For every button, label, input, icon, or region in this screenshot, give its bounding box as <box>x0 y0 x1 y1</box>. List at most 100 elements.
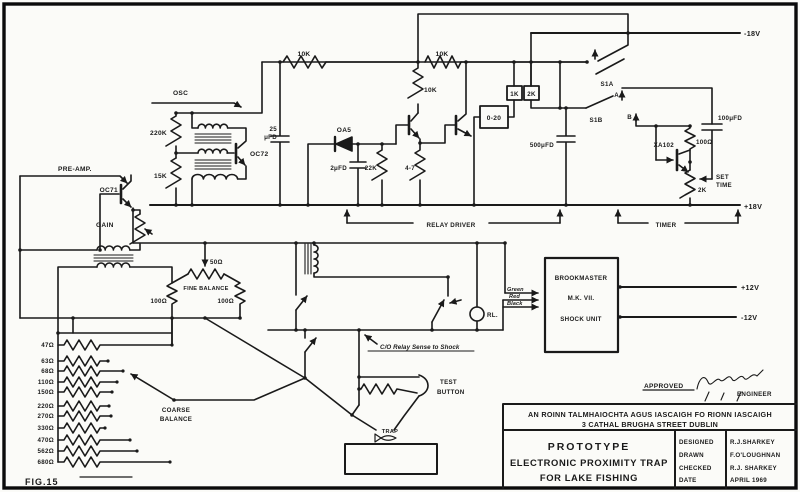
label-s1b: S1B <box>590 117 603 124</box>
resistor-22k <box>371 143 388 206</box>
label-220k: 220K <box>150 130 167 137</box>
preamp-section-label: PRE-AMP. <box>58 166 92 173</box>
label-2k: 2K <box>527 91 536 98</box>
relay-core <box>304 243 312 275</box>
label-button: BUTTON <box>437 389 465 396</box>
resistor-220k <box>165 112 182 159</box>
title-block-address-2: 3 CATHAL BRUGHA STREET DUBLIN <box>582 420 718 429</box>
label-100ohm: 100Ω <box>696 139 713 146</box>
ladder-r9 <box>57 434 131 446</box>
label-oc71: OC71 <box>100 187 118 194</box>
osc-winding-3 <box>191 173 239 180</box>
neg18-label: -18V <box>744 29 760 38</box>
label-contact-a: A <box>614 92 619 99</box>
title-block-address-1: AN ROINN TALMHAIOCHTA AGUS IASCAIGH FO R… <box>528 410 772 419</box>
label-100-left: 100Ω <box>151 298 168 305</box>
shock-unit-line3: SHOCK UNIT <box>560 316 602 323</box>
ladder-label: 330Ω <box>38 425 55 432</box>
label-c2: 2μFD <box>330 165 347 172</box>
trap-lead-left <box>304 377 377 431</box>
label-xa102: XA102 <box>654 142 675 149</box>
ladder-label: 68Ω <box>41 368 54 375</box>
co-note-pointer <box>364 334 378 345</box>
osc-winding-1 <box>197 123 229 129</box>
cap-100uf <box>701 123 723 180</box>
resistor-15k <box>165 157 182 206</box>
ladder-r2 <box>57 355 109 367</box>
field-label-designed: DESIGNED <box>679 439 714 446</box>
ladder-bus <box>19 249 98 463</box>
label-gain: GAIN <box>96 222 114 229</box>
circuit-wiring <box>19 13 797 489</box>
ladder-r8 <box>57 422 106 434</box>
label-black-wire: Black <box>507 301 523 307</box>
label-oc72: OC72 <box>250 151 268 158</box>
ladder-r10 <box>57 445 138 457</box>
osc-pointer <box>151 100 242 108</box>
relay-driver-label: RELAY DRIVER <box>427 222 476 229</box>
preamp-winding-2 <box>96 262 131 268</box>
ladder-label: 47Ω <box>41 342 54 349</box>
fish-icon <box>374 433 397 443</box>
ladder-r3 <box>57 365 124 377</box>
preamp-core <box>93 254 134 262</box>
neg12-label: -12V <box>741 313 757 322</box>
fine-balance-pot <box>187 268 225 280</box>
title-line-3: FOR LAKE FISHING <box>540 472 638 483</box>
label-c25-value: 25 <box>270 126 278 133</box>
label-s1a: S1A <box>601 81 614 88</box>
label-4-7: 4-7 <box>405 165 415 172</box>
resistor-4-7 <box>409 138 426 206</box>
preamp-winding-1 <box>96 245 131 251</box>
ladder-label: 63Ω <box>41 358 54 365</box>
ladder-r1 <box>57 339 173 351</box>
figure-label: FIG.15 <box>25 477 59 487</box>
label-15k: 15K <box>154 173 167 180</box>
timer-label: TIMER <box>656 222 677 229</box>
label-set: SET <box>716 174 729 181</box>
field-value-drawn: F.O'LOUGHNAN <box>730 452 781 459</box>
title-line-2: ELECTRONIC PROXIMITY TRAP <box>510 457 668 468</box>
engineer-label: ENGINEER <box>737 391 772 398</box>
ladder-r6 <box>57 400 110 412</box>
label-time: TIME <box>716 182 732 189</box>
switch-s1b <box>585 95 614 109</box>
pos18-label: +18V <box>744 202 762 211</box>
ladder-label: 110Ω <box>38 379 54 386</box>
label-test: TEST <box>440 379 457 386</box>
resistor-10k-left <box>282 55 327 69</box>
junction-dots <box>18 31 692 464</box>
label-100uf: 100μFD <box>718 115 742 122</box>
approval-signature <box>696 369 764 402</box>
field-value-checked: R.J. SHARKEY <box>730 465 777 472</box>
resistor-2k-timer <box>679 169 696 206</box>
field-value-date: APRIL 1969 <box>730 477 767 484</box>
approved-label: APPROVED <box>644 383 683 390</box>
pos12-label: +12V <box>741 283 759 292</box>
field-label-date: DATE <box>679 477 697 484</box>
title-block-rules <box>502 403 797 489</box>
shock-unit-line1: BROOKMASTER <box>555 275 608 282</box>
osc-section-label: OSC <box>173 90 188 97</box>
resistor-10k-vert <box>407 61 424 114</box>
labels: -18V +18V +12V -12V OSC PRE-AMP. RELAY D… <box>25 29 781 487</box>
balance-diagonal <box>204 317 306 379</box>
label-green-wire: Green <box>507 287 524 293</box>
trap-box <box>344 443 438 475</box>
label-100-right: 100Ω <box>218 298 235 305</box>
cap-25uf <box>270 61 290 206</box>
label-22k: 22K <box>365 165 377 172</box>
relay-rl-circle <box>469 306 485 322</box>
cap-500uf <box>556 107 576 206</box>
label-coarse-1: COARSE <box>162 407 190 414</box>
diode-oa5 <box>335 136 353 152</box>
field-value-designed: R.J.SHARKEY <box>730 439 775 446</box>
label-1k: 1K <box>510 91 519 98</box>
ladder-r7 <box>57 410 112 422</box>
label-fine-balance: FINE BALANCE <box>183 286 228 292</box>
label-c25-unit: μFD <box>264 134 277 141</box>
ladder-label: 562Ω <box>38 448 55 455</box>
resistor-100-right <box>223 273 246 319</box>
